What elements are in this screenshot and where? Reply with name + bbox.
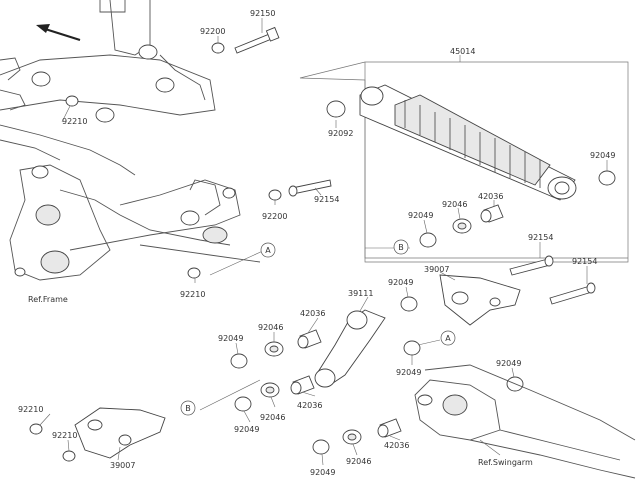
bearing-92046-m2: [260, 382, 280, 398]
label-92049-m2: 92049: [218, 334, 243, 343]
callout-a-2-label: A: [445, 334, 451, 343]
label-92200-mid: 92200: [262, 212, 287, 221]
bearing-92046-r: [452, 218, 472, 234]
label-92046-b: 92046: [346, 457, 371, 466]
label-42036-m2: 42036: [297, 401, 322, 410]
label-42036-b: 42036: [384, 441, 409, 450]
rocker-arm-39007-top: [439, 274, 521, 326]
collar-92210-b1: [29, 423, 43, 435]
seal-92049-m1: [400, 296, 418, 312]
label-42036-r: 42036: [478, 192, 503, 201]
callout-b-2: B: [180, 400, 196, 416]
label-92049-r1: 92049: [590, 151, 615, 160]
label-92046-m2: 92046: [260, 413, 285, 422]
label-92200-top: 92200: [200, 27, 225, 36]
collar-92210-left: [65, 95, 79, 107]
washer-92200-top: [211, 42, 225, 54]
label-ref-frame: Ref.Frame: [28, 295, 68, 304]
rear-shock-absorber-45014: [359, 84, 577, 201]
label-92150: 92150: [250, 9, 275, 18]
label-92049-m3: 92049: [396, 368, 421, 377]
label-92046-r: 92046: [442, 200, 467, 209]
seal-92049-r1: [598, 170, 616, 186]
label-92154-mid: 92154: [314, 195, 339, 204]
label-92154-r2: 92154: [572, 257, 597, 266]
sleeve-42036-b: [377, 418, 402, 438]
leader-lines: [39, 18, 608, 466]
collar-92092: [326, 100, 346, 118]
label-92154-r1: 92154: [528, 233, 553, 242]
label-42036-m: 42036: [300, 309, 325, 318]
bearing-92046-m1: [264, 341, 284, 357]
label-ref-swingarm: Ref.Swingarm: [478, 458, 533, 467]
callout-b-2-label: B: [185, 404, 191, 413]
collar-92210-frame: [187, 267, 201, 279]
bolt-92154-r2: [549, 282, 596, 305]
label-45014: 45014: [450, 47, 475, 56]
label-39111: 39111: [348, 289, 373, 298]
seal-92049-b1: [234, 396, 252, 412]
label-92210-frame: 92210: [180, 290, 205, 299]
sleeve-42036-m: [297, 329, 322, 349]
label-92046-m1: 92046: [258, 323, 283, 332]
label-92049-m1: 92049: [388, 278, 413, 287]
label-92092: 92092: [328, 129, 353, 138]
rocker-arm-39007-bottom: [74, 407, 166, 459]
frame-assembly: [0, 0, 261, 281]
label-92210-b2: 92210: [52, 431, 77, 440]
callout-a-1: A: [260, 242, 276, 258]
sleeve-42036-r: [480, 204, 504, 223]
tie-rod-39111: [314, 309, 386, 388]
label-92049-m4: 92049: [496, 359, 521, 368]
bearing-92046-b: [342, 429, 362, 445]
collar-92210-b2: [62, 450, 76, 462]
sleeve-42036-m2: [290, 375, 315, 395]
label-39007-b: 39007: [110, 461, 135, 470]
part-labels: 92150 92200 45014 92210 92092 92049 9215…: [18, 9, 615, 477]
seal-92049-b2: [312, 439, 330, 455]
label-92210-b1: 92210: [18, 405, 43, 414]
front-direction-arrow: [36, 24, 81, 42]
callout-b-1-label: B: [398, 243, 404, 252]
label-92049-r2: 92049: [408, 211, 433, 220]
label-92049-b2: 92049: [310, 468, 335, 477]
seal-92049-m2: [230, 353, 248, 369]
callout-a-1-label: A: [265, 246, 271, 255]
washer-92200-mid: [268, 189, 282, 201]
callout-a-2: A: [440, 330, 456, 346]
label-92210-left: 92210: [62, 117, 87, 126]
label-39007-top: 39007: [424, 265, 449, 274]
seal-92049-m3: [403, 340, 421, 356]
callout-b-1: B: [393, 239, 409, 255]
bolt-92150: [234, 26, 280, 54]
swingarm-assembly: [414, 364, 636, 479]
bolt-92154-mid: [288, 179, 332, 197]
bolt-92154-r1: [509, 255, 554, 276]
seal-92049-r2: [419, 232, 437, 248]
label-92049-b1: 92049: [234, 425, 259, 434]
